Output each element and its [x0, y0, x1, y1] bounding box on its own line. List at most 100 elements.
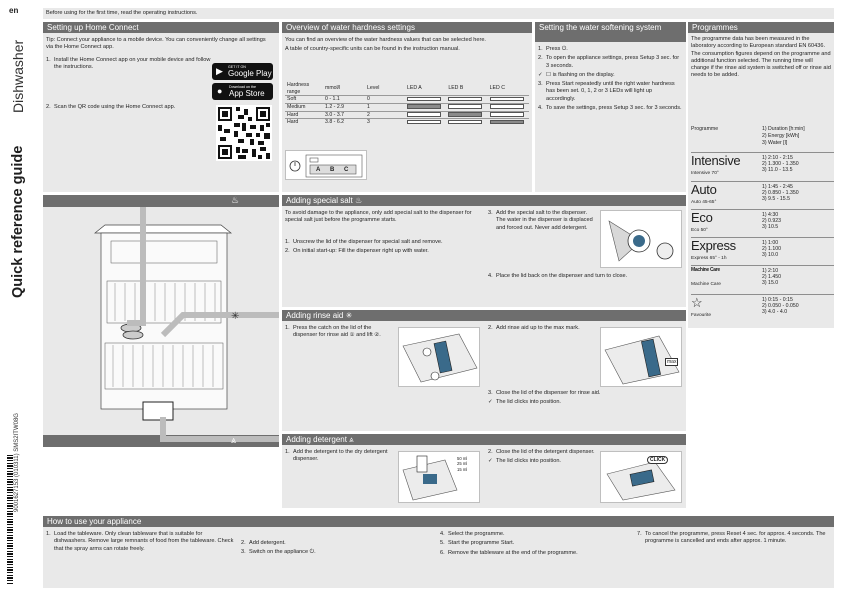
list-item: 2.To open the appliance settings, press … [538, 55, 680, 69]
list-item: 2.Close the lid of the detergent dispens… [488, 449, 595, 455]
detergent-icon-small: ⩓ [349, 435, 354, 444]
led-indicator [407, 119, 441, 125]
how-to-title: How to use your appliance [43, 516, 834, 527]
detergent-close-icon [606, 461, 676, 501]
salt-title: Adding special salt ♨ [282, 195, 686, 206]
detergent-steps-right: 2.Close the lid of the detergent dispens… [488, 449, 596, 468]
max-label: max [665, 358, 679, 367]
rinse-panel: Adding rinse aid ✳ 1.Press the catch on … [282, 310, 686, 431]
list-item: 1.Press ⏻. [538, 46, 568, 52]
water-hardness-table: Hardness range mmol/l Level LED A LED B … [285, 82, 529, 127]
programme-sub: Intensive 70° [691, 171, 719, 176]
rinse-illustration-1 [398, 327, 480, 387]
list-item: 2.Scan the QR code using the Home Connec… [46, 104, 176, 110]
language-code: en [9, 6, 19, 15]
programme-sub: Auto 45-65° [691, 200, 717, 205]
detergent-icon: ⩓ [231, 435, 237, 445]
programme-name: ☆ [691, 295, 703, 310]
programme-col-header: Programme [691, 126, 719, 132]
programme-name: Eco [691, 210, 713, 225]
programmes-intro: The programme data has been measured in … [691, 36, 831, 79]
how-to-panel: How to use your appliance 1.Load the tab… [43, 516, 834, 588]
led-indicator [448, 119, 483, 125]
programme-sub: Machine Care [691, 282, 721, 287]
rinse-fill-icon [604, 335, 680, 385]
home-connect-panel: Setting up Home Connect Tip: Connect you… [43, 22, 279, 192]
list-item: 3.Close the lid of the dispenser for rin… [488, 390, 601, 396]
google-play-badge[interactable]: ▶ GET IT ON Google Play [212, 63, 273, 80]
rinse-steps-right: 2.Add rinse aid up to the max mark. [488, 325, 596, 334]
programme-name: Intensive [691, 153, 741, 168]
dishwasher-illustration [43, 195, 279, 447]
salt-steps-right: 3.Add the special salt to the dispenser.… [488, 210, 596, 234]
rinse-icon-small: ✳ [345, 311, 353, 320]
qr-code [216, 105, 272, 161]
list-item: 1.Add the detergent to the dry detergent… [285, 449, 388, 463]
control-panel-icon [289, 154, 363, 178]
document-code: 9001627153 (010311) SMS2ITW08G [14, 413, 20, 512]
led-indicator [489, 119, 524, 125]
list-item: 2.On initial start-up: Fill the dispense… [285, 248, 429, 255]
list-item: 3.Add the special salt to the dispenser.… [488, 210, 593, 231]
top-note-bar: Before using for the first time, read th… [43, 8, 834, 19]
list-item: 4.To save the settings, press Setup 3 se… [538, 104, 682, 111]
rinse-title: Adding rinse aid ✳ [282, 310, 686, 321]
led-indicator [448, 112, 483, 117]
home-connect-steps: 1.Install the Home Connect app on your m… [46, 57, 211, 74]
salt-illustration [600, 210, 682, 268]
home-connect-steps-2: 2.Scan the QR code using the Home Connec… [46, 104, 206, 113]
led-indicator [407, 112, 441, 117]
softening-title: Setting the water softening system [535, 22, 686, 42]
list-item: 4.Select the programme. [440, 531, 505, 537]
list-item: 1.Load the tableware. Only clean tablewa… [46, 531, 234, 552]
list-item: 1.Press the catch on the lid of the disp… [285, 325, 381, 339]
how-to-col1: 1.Load the tableware. Only clean tablewa… [46, 531, 236, 555]
salt-steps-right-2: 4.Place the lid back on the dispenser an… [488, 273, 678, 282]
softening-panel: Setting the water softening system 1.Pre… [535, 22, 686, 192]
list-item: ✓☐ is flashing on the display. [538, 71, 615, 78]
programme-name: Express [691, 238, 736, 253]
rinse-steps-close: 3.Close the lid of the dispenser for rin… [488, 390, 678, 409]
programme-name: Machine Care [691, 267, 720, 273]
list-item: 4.Place the lid back on the dispenser an… [488, 273, 628, 279]
list-item: 6.Remove the tableware at the end of the… [440, 549, 578, 556]
led-indicator [489, 112, 524, 117]
list-item: 2.Add rinse aid up to the max mark. [488, 325, 580, 331]
display-illustration: A B C [285, 150, 367, 180]
rinse-steps-left: 1.Press the catch on the lid of the disp… [285, 325, 383, 342]
salt-icon: ♨ [231, 195, 240, 205]
led-indicator [407, 104, 441, 109]
softening-steps: 1.Press ⏻. 2.To open the appliance settin… [538, 46, 682, 114]
app-store-badge[interactable]: ● Download on the App Store [212, 83, 273, 100]
led-indicator [407, 96, 441, 102]
programme-name: Auto [691, 182, 717, 197]
how-to-col3: 4.Select the programme. 5.Start the prog… [440, 531, 630, 559]
led-indicator [448, 96, 483, 102]
salt-steps-left: 1.Unscrew the lid of the dispenser for s… [285, 239, 481, 258]
list-item: 3.Press Start repeatedly until the right… [538, 81, 675, 102]
detergent-dispenser-icon [402, 455, 458, 501]
list-item: 1.Unscrew the lid of the dispenser for s… [285, 239, 443, 245]
salt-panel: Adding special salt ♨ To avoid damage to… [282, 195, 686, 307]
programme-sub: Eco 50° [691, 228, 708, 233]
list-item: 3.Switch on the appliance ⏻. [241, 549, 316, 556]
how-to-col2: 2.Add detergent. 3.Switch on the applian… [241, 540, 431, 559]
list-item: 1.Install the Home Connect app on your m… [46, 57, 211, 71]
salt-dispenser-icon [608, 220, 674, 262]
programmes-panel: Programmes The programme data has been m… [688, 22, 834, 328]
detergent-illustration-2: CLICK [600, 451, 682, 503]
